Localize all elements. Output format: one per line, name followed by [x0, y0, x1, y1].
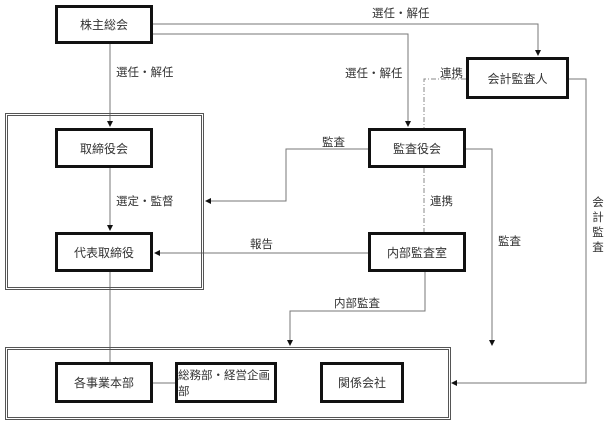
- node-internal-audit-office[interactable]: 内部監査室: [368, 232, 466, 272]
- edge-audit-board-operations: [466, 148, 495, 346]
- label-shareholders-audit-board: 選任・解任: [345, 66, 403, 80]
- edge-accounting-audit: [451, 78, 587, 386]
- operations-group-frame: [5, 347, 451, 420]
- edge-shareholders-accounting-auditor: [153, 23, 541, 56]
- edge-accounting-audit-board-link: [423, 78, 466, 128]
- board-group-frame: [5, 113, 204, 290]
- label-audit-board-operations: 監査: [498, 234, 521, 248]
- label-accounting-audit: 会計監査: [592, 195, 604, 254]
- node-general-affairs-planning[interactable]: 総務部・経営企画部: [175, 362, 277, 403]
- node-shareholders-meeting[interactable]: 株主総会: [55, 5, 153, 44]
- edge-shareholders-audit-board: [153, 33, 411, 127]
- node-representative-director[interactable]: 代表取締役: [55, 232, 153, 272]
- label-accounting-auditor-link: 連携: [440, 66, 463, 80]
- edge-audit-board-directors: [205, 148, 368, 204]
- edge-internal-audit-operations: [287, 272, 426, 346]
- node-board-of-directors[interactable]: 取締役会: [55, 128, 153, 168]
- node-accounting-auditor[interactable]: 会計監査人: [466, 57, 569, 99]
- label-internal-audit-operations: 内部監査: [334, 296, 380, 310]
- node-audit-board[interactable]: 監査役会: [368, 128, 466, 168]
- label-audit-board-directors: 監査: [322, 135, 345, 149]
- label-audit-board-internal-link: 連携: [430, 194, 453, 208]
- label-shareholders-accounting-auditor: 選任・解任: [372, 6, 430, 20]
- node-affiliated-companies[interactable]: 関係会社: [320, 362, 404, 403]
- label-internal-audit-representative: 報告: [250, 237, 273, 251]
- node-business-divisions[interactable]: 各事業本部: [55, 362, 153, 403]
- label-board-representative: 選定・監督: [116, 194, 174, 208]
- label-shareholders-board: 選任・解任: [116, 65, 174, 79]
